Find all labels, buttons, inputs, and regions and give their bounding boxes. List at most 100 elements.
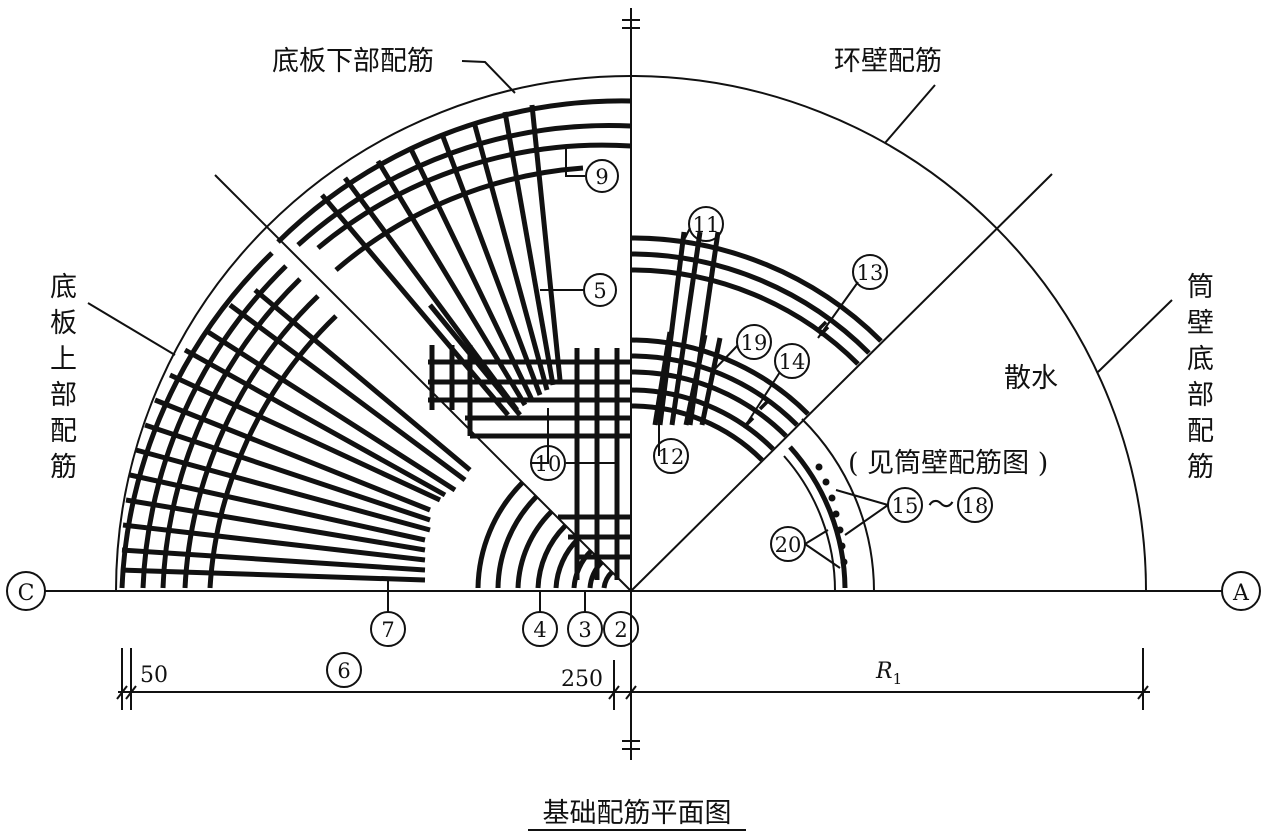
dim-tick [116, 685, 128, 700]
label-tube-bottom-char: 筋 [1187, 452, 1214, 483]
label-tube-bottom-char: 部 [1187, 380, 1214, 411]
label-ring-wall-rebar: 环壁配筋 [834, 46, 942, 77]
text-labels: 底板下部配筋 环壁配筋 散水 ( 见筒壁配筋图 ) 底 板 上 部 配 筋 筒 … [50, 46, 1214, 831]
label-slab-upper-char: 上 [50, 344, 77, 375]
callout-circle-5 [583, 273, 617, 307]
upper-radial-bar [122, 522, 426, 563]
outer-semicircle [115, 75, 1147, 592]
radial-bar [320, 193, 510, 417]
callout-12: 12 [658, 445, 685, 469]
callout-11: 11 [693, 213, 720, 237]
callout-2: 2 [614, 618, 627, 642]
ring-wall-arc [630, 337, 810, 416]
callout-circle-10 [530, 445, 566, 481]
dim-tick [125, 685, 137, 700]
left-diagonal-divider [214, 174, 632, 592]
center-ring [475, 481, 524, 589]
rebar-dot [822, 478, 830, 486]
label-slab-upper-char: 筋 [50, 452, 77, 483]
callout-circle-2 [603, 611, 639, 647]
callout-circle-3 [567, 611, 603, 647]
dim-tick [625, 685, 637, 700]
rebar-dot [815, 463, 823, 471]
callout-6: 6 [337, 659, 350, 683]
leader-bottom-lower [461, 60, 516, 94]
dim-tick [1137, 685, 1149, 700]
callout-19: 19 [741, 331, 768, 355]
radial-bar [529, 104, 563, 381]
callout-circle-19 [736, 324, 772, 360]
upper-radial-bar [203, 327, 457, 493]
callout-10: 10 [535, 452, 562, 476]
callout-circle-6 [326, 652, 362, 688]
center-ring [515, 510, 553, 589]
callout-circle-13 [852, 254, 888, 290]
ring-wall-arc [630, 235, 883, 343]
leader-14 [743, 371, 781, 429]
tie-tick [816, 320, 828, 332]
leader-13 [817, 281, 859, 339]
callout-circle-15 [887, 487, 923, 523]
center-rings [475, 481, 614, 589]
upper-radial-bar [183, 347, 447, 498]
upper-radial-bar [228, 302, 467, 483]
center-ring [495, 495, 538, 589]
label-tube-bottom-char: 底 [1187, 344, 1214, 375]
upper-ring [207, 314, 338, 589]
label-slab-upper-char: 板 [50, 308, 77, 339]
center-ring [587, 560, 604, 589]
callout-18: 18 [962, 494, 989, 518]
callout-14: 14 [779, 350, 806, 374]
axis-lines [44, 8, 1222, 760]
dimension-250: 250 [561, 667, 603, 692]
callout-circle-14 [774, 343, 810, 379]
label-slab-upper-char: 配 [50, 416, 77, 447]
ring-wall-vertical-bar [683, 334, 708, 426]
drawing-title: 基础配筋平面图 [543, 798, 732, 829]
leader-15-a [835, 489, 889, 506]
leader-19 [711, 344, 739, 373]
foundation-outline [115, 75, 1147, 592]
leader-10 [530, 408, 549, 464]
radial-bar [439, 133, 543, 396]
callout-circle-7 [370, 611, 406, 647]
radial-bar [342, 176, 520, 412]
leader-tube-bottom [1097, 299, 1173, 373]
ring-wall-arc [630, 353, 799, 427]
tie-tick [758, 399, 770, 411]
center-ring [571, 549, 593, 589]
ring-wall-vertical-bar [699, 337, 723, 426]
ring-wall-vertical-bar [657, 231, 687, 426]
right-diagonal-divider [630, 173, 1053, 592]
callout-3: 3 [578, 618, 591, 642]
slab-upper-rebar [119, 251, 472, 589]
ring-wall-arc [630, 267, 860, 366]
ring-wall-vertical-bar [669, 231, 703, 426]
label-see-tube-drawing: ( 见筒壁配筋图 ) [848, 448, 1048, 479]
axis-bubble-a [1221, 571, 1261, 611]
tube-dense-ring [788, 445, 848, 589]
center-ring [601, 570, 614, 589]
callout-20: 20 [775, 533, 802, 557]
label-bottom-lower-rebar: 底板下部配筋 [272, 46, 434, 77]
label-slab-upper-char: 部 [50, 380, 77, 411]
upper-radial-bar [168, 372, 442, 503]
ring-wall-arc [630, 251, 871, 355]
center-ring [535, 524, 567, 589]
callout-circle-18 [957, 487, 993, 523]
dimension-r-main: R [875, 659, 893, 684]
leader-9 [565, 148, 585, 177]
ring-wall-arc [630, 403, 764, 462]
callout-circle-4 [522, 611, 558, 647]
leader-20-b [804, 543, 841, 569]
callout-bubbles: 9 5 10 7 4 3 2 6 11 13 19 14 12 15 ～ 18 … [326, 159, 993, 688]
dimension-50: 50 [140, 663, 168, 688]
inner-tube-circle-1 [783, 455, 836, 592]
axis-label-c: C [18, 581, 35, 606]
radial-bar [502, 111, 556, 386]
callout-4: 4 [533, 618, 546, 642]
upper-radial-bar [120, 567, 426, 583]
leader-15-b [844, 504, 889, 536]
callout-7: 7 [381, 618, 394, 642]
callout-13: 13 [857, 261, 884, 285]
